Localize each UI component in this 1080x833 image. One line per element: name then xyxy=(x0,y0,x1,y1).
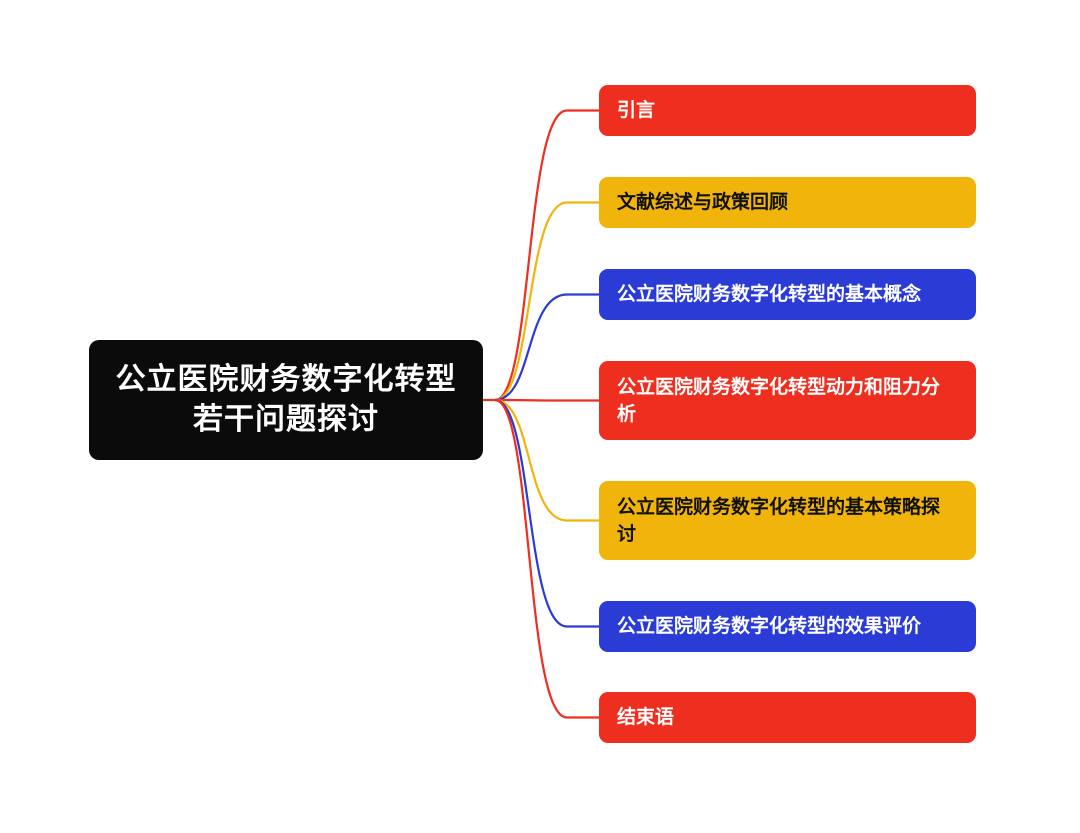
connector-line xyxy=(494,398,599,402)
branch-label: 公立医院财务数字化转型的效果评价 xyxy=(617,615,922,637)
branch-label: 公立医院财务数字化转型的基本概念 xyxy=(617,283,922,305)
connector-line xyxy=(494,201,599,402)
root-topic-node[interactable]: 公立医院财务数字化转型若干问题探讨 xyxy=(89,340,483,460)
branch-node-introduction[interactable]: 引言 xyxy=(599,85,976,136)
branch-label: 结束语 xyxy=(617,706,675,728)
branch-node-strategies[interactable]: 公立医院财务数字化转型的基本策略探讨 xyxy=(599,481,976,560)
branch-node-drivers-barriers[interactable]: 公立医院财务数字化转型动力和阻力分析 xyxy=(599,361,976,440)
branch-node-evaluation[interactable]: 公立医院财务数字化转型的效果评价 xyxy=(599,601,976,652)
branch-node-basic-concepts[interactable]: 公立医院财务数字化转型的基本概念 xyxy=(599,269,976,320)
branch-node-literature-review[interactable]: 文献综述与政策回顾 xyxy=(599,177,976,228)
branch-label: 引言 xyxy=(617,99,656,121)
root-topic-title: 公立医院财务数字化转型若干问题探讨 xyxy=(115,362,457,437)
connector-line xyxy=(494,398,599,628)
connector-line xyxy=(494,293,599,402)
connector-line xyxy=(494,398,599,522)
connector-line xyxy=(494,398,599,719)
branch-label: 公立医院财务数字化转型的基本策略探讨 xyxy=(617,495,941,545)
connector-line xyxy=(494,109,599,402)
branch-label: 公立医院财务数字化转型动力和阻力分析 xyxy=(617,375,941,425)
branch-node-conclusion[interactable]: 结束语 xyxy=(599,692,976,743)
branch-label: 文献综述与政策回顾 xyxy=(617,191,789,213)
